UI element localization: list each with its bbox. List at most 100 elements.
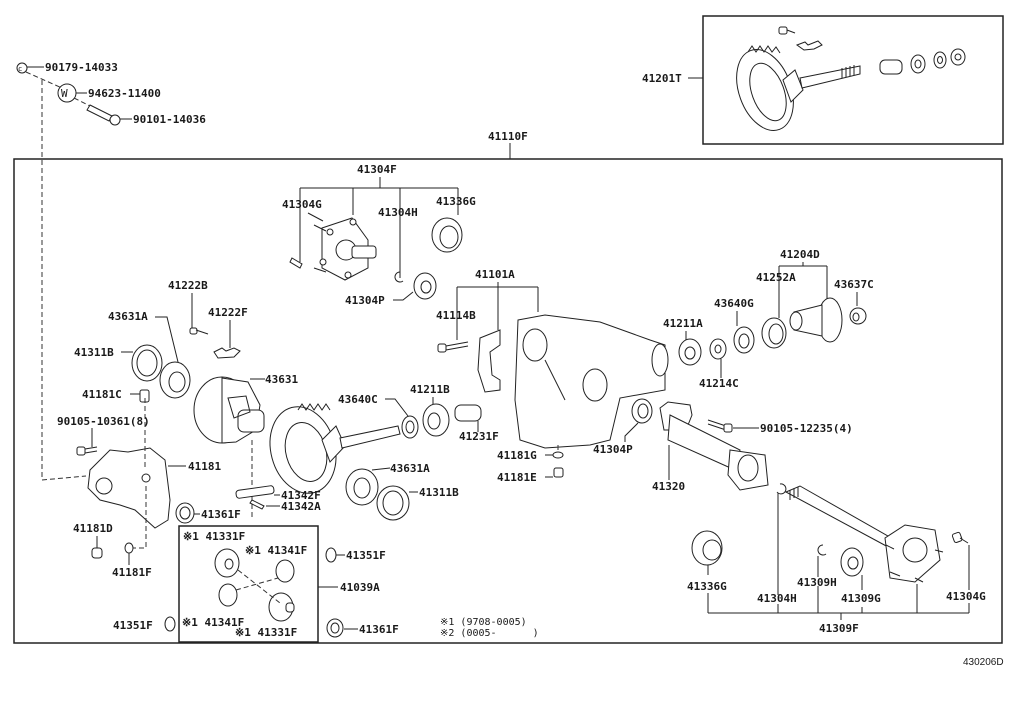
washer-icon: W — [57, 83, 77, 103]
part-label-41351F-right[interactable]: 41351F — [346, 549, 386, 562]
bolt-icon — [707, 419, 733, 433]
side-gear-icon — [268, 592, 295, 622]
part-label-41204D[interactable]: 41204D — [780, 248, 820, 261]
figure-code: 430206D — [963, 657, 1004, 668]
bolt-icon — [76, 446, 98, 456]
part-label-41331F-bottom[interactable]: ※1 41331F — [235, 626, 297, 639]
axle-flange-icon — [307, 212, 377, 281]
snap-ring-icon — [394, 271, 404, 283]
part-label-41181E[interactable]: 41181E — [497, 471, 537, 484]
part-label-94623-11400[interactable]: 94623-11400 — [88, 87, 161, 100]
axle-flange-icon — [884, 524, 944, 583]
part-label-41214C[interactable]: 41214C — [699, 377, 739, 390]
part-label-41309F[interactable]: 41309F — [819, 622, 859, 635]
washer-icon — [910, 54, 926, 74]
axle-shaft-icon — [784, 485, 896, 549]
part-label-41201T[interactable]: 41201T — [642, 72, 682, 85]
differential-carrier-icon — [514, 314, 669, 449]
part-label-41342F[interactable]: 41342F — [281, 489, 321, 502]
oil-seal-icon — [631, 398, 653, 424]
gasket-icon — [552, 451, 564, 459]
part-label-41110F[interactable]: 41110F — [488, 130, 528, 143]
part-label-43640C[interactable]: 43640C — [338, 393, 378, 406]
part-label-41211A[interactable]: 41211A — [663, 317, 703, 330]
snap-ring-icon — [817, 544, 827, 556]
part-label-43637C[interactable]: 43637C — [834, 278, 874, 291]
bearing-icon — [159, 361, 191, 399]
carrier-housing-group: 41101A 41114B — [436, 268, 669, 449]
bearing-icon — [413, 272, 437, 300]
pinion-gear-icon — [782, 65, 861, 103]
part-label-41309G[interactable]: 41309G — [841, 592, 881, 605]
part-label-41311B[interactable]: 41311B — [74, 346, 114, 359]
part-label-41331F-top[interactable]: ※1 41331F — [183, 530, 245, 543]
bearing-icon — [840, 547, 864, 577]
carrier-cover-icon — [87, 398, 171, 549]
bearing-cap-icon — [477, 329, 501, 393]
snap-ring-icon — [776, 483, 787, 495]
part-label-41304H[interactable]: 41304H — [378, 206, 418, 219]
pinion-gear-icon — [218, 583, 238, 607]
part-label-90101-14036[interactable]: 90101-14036 — [133, 113, 206, 126]
part-label-41341F-top[interactable]: ※1 41341F — [245, 544, 307, 557]
nut-icon: c — [16, 62, 28, 74]
part-label-41351F-left[interactable]: 41351F — [113, 619, 153, 632]
part-label-41181[interactable]: 41181 — [188, 460, 221, 473]
part-label-90105-12235[interactable]: 90105-12235(4) — [760, 422, 853, 435]
spacer-icon — [879, 59, 903, 75]
part-label-41101A[interactable]: 41101A — [475, 268, 515, 281]
part-label-41309H[interactable]: 41309H — [797, 576, 837, 589]
part-label-41336G[interactable]: 41336G — [436, 195, 476, 208]
ring-gear-icon — [736, 45, 794, 131]
part-label-41304G-bottom[interactable]: 41304G — [946, 590, 986, 603]
spacer-icon — [401, 415, 419, 439]
part-label-41252A[interactable]: 41252A — [756, 271, 796, 284]
pinion-shaft-icon — [235, 485, 275, 499]
part-label-41181G[interactable]: 41181G — [497, 449, 537, 462]
part-label-43631A[interactable]: 43631A — [108, 310, 148, 323]
differential-case-icon — [193, 376, 265, 444]
part-label-41320[interactable]: 41320 — [652, 480, 685, 493]
oil-seal-icon — [691, 530, 723, 566]
part-label-41039A[interactable]: 41039A — [340, 581, 380, 594]
fastener-group: c 90179-14033 W 94623-11400 90101-14036 — [16, 61, 206, 481]
part-label-90105-10361[interactable]: 90105-10361(8) — [57, 415, 150, 428]
part-label-41231F[interactable]: 41231F — [459, 430, 499, 443]
part-label-41181C[interactable]: 41181C — [82, 388, 122, 401]
part-label-41222F[interactable]: 41222F — [208, 306, 248, 319]
note-1: ※1 (9708-0005) — [440, 617, 527, 628]
nut-icon — [849, 307, 867, 325]
bolt-icon — [437, 341, 469, 353]
note-2: ※2 (0005- ) — [440, 628, 539, 639]
part-label-41304H-bottom[interactable]: 41304H — [757, 592, 797, 605]
ring-pinion-center-group: 43640C 41211B 41231F 43631A 41311B — [175, 383, 499, 524]
part-label-41211B[interactable]: 41211B — [410, 383, 450, 396]
thrust-washer-icon — [175, 502, 195, 524]
side-gear-kit-group: ※1 41331F ※1 41341F ※1 41341F ※1 41331F … — [113, 525, 399, 643]
part-label-41114B[interactable]: 41114B — [436, 309, 476, 322]
part-label-41304F[interactable]: 41304F — [357, 163, 397, 176]
part-label-41342A[interactable]: 41342A — [281, 500, 321, 513]
part-label-41222B[interactable]: 41222B — [168, 279, 208, 292]
part-label-41341F-bottom[interactable]: ※1 41341F — [182, 616, 244, 629]
stud-bolt-icon — [289, 257, 303, 269]
part-label-41181D[interactable]: 41181D — [73, 522, 113, 535]
kit-box-frame — [702, 15, 1004, 145]
part-label-41336G-bottom[interactable]: 41336G — [687, 580, 727, 593]
part-label-41311B-right[interactable]: 41311B — [419, 486, 459, 499]
part-label-41304P-right[interactable]: 41304P — [593, 443, 633, 456]
bearing-icon — [678, 338, 702, 366]
lock-plate-icon — [213, 347, 241, 359]
part-label-41304P[interactable]: 41304P — [345, 294, 385, 307]
oil-seal-icon — [376, 485, 410, 521]
part-label-43640G[interactable]: 43640G — [714, 297, 754, 310]
part-label-90179-14033[interactable]: 90179-14033 — [45, 61, 118, 74]
part-label-43631A-right[interactable]: 43631A — [390, 462, 430, 475]
part-label-41181F[interactable]: 41181F — [112, 566, 152, 579]
differential-case-group: 43631 — [193, 373, 298, 520]
part-label-41361F-bottom[interactable]: 41361F — [359, 623, 399, 636]
part-label-43631[interactable]: 43631 — [265, 373, 298, 386]
part-label-41304G[interactable]: 41304G — [282, 198, 322, 211]
part-label-41361F-top[interactable]: 41361F — [201, 508, 241, 521]
thrust-washer-icon — [326, 618, 344, 638]
